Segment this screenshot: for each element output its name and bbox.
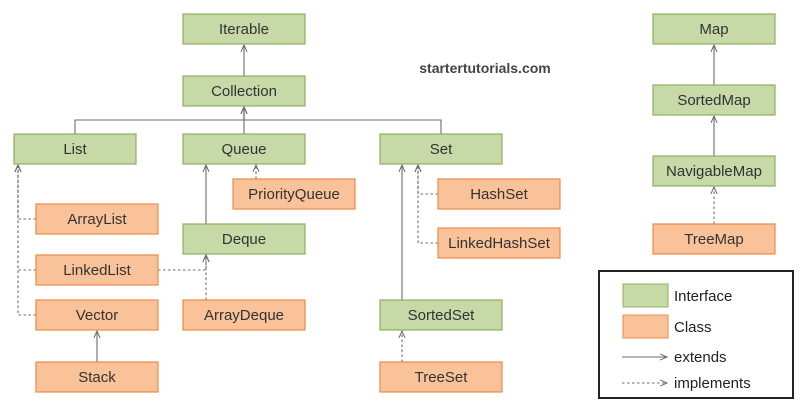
node-set-label: Set [430, 141, 453, 158]
node-vector: Vector [35, 299, 159, 331]
node-list-box [13, 133, 137, 165]
legend-extends-label: extends [674, 349, 727, 366]
node-map-label: Map [699, 21, 728, 38]
node-sortedset-box [379, 299, 503, 331]
edge-linkedlist-to-list [18, 165, 36, 271]
node-treeset-label: TreeSet [415, 369, 469, 386]
node-hashset-label: HashSet [470, 186, 528, 203]
node-list-label: List [63, 141, 87, 158]
node-treemap-box [652, 223, 776, 255]
node-linkedhashset-box [437, 227, 561, 259]
node-deque-box [182, 223, 306, 255]
node-arraydeque-label: ArrayDeque [204, 307, 284, 324]
node-treeset-box [379, 361, 503, 393]
node-map-box [652, 13, 776, 45]
node-sortedset-label: SortedSet [408, 307, 476, 324]
node-hashset-box [437, 178, 561, 210]
node-stack-label: Stack [78, 369, 116, 386]
node-arraydeque-box [182, 299, 306, 331]
node-linkedlist-label: LinkedList [63, 262, 131, 279]
node-hashset: HashSet [437, 178, 561, 210]
node-sortedmap: SortedMap [652, 84, 776, 116]
node-navigablemap-label: NavigableMap [666, 163, 762, 180]
edge-set-to-collection [244, 107, 442, 134]
legend-class-label: Class [674, 319, 712, 336]
node-deque-label: Deque [222, 231, 266, 248]
legend: Interface Class extends implements [598, 270, 794, 399]
node-iterable-label: Iterable [219, 21, 269, 38]
edge-linkedlist-to-deque [158, 255, 206, 271]
node-sortedmap-box [652, 84, 776, 116]
node-set: Set [379, 133, 503, 165]
legend-interface-swatch [622, 283, 669, 308]
edge-vector-to-list [18, 165, 36, 316]
node-list: List [13, 133, 137, 165]
node-treemap-label: TreeMap [684, 231, 743, 248]
node-arraylist-label: ArrayList [67, 211, 127, 228]
node-set-box [379, 133, 503, 165]
edge-linkedhashset-to-set [418, 165, 438, 244]
legend-class-swatch [622, 314, 669, 339]
node-vector-label: Vector [76, 307, 119, 324]
node-treeset: TreeSet [379, 361, 503, 393]
node-stack-box [35, 361, 159, 393]
node-linkedhashset-label: LinkedHashSet [448, 235, 551, 252]
node-deque: Deque [182, 223, 306, 255]
edges-layer [18, 45, 714, 362]
node-collection-box [182, 75, 306, 107]
node-iterable-box [182, 13, 306, 45]
node-map: Map [652, 13, 776, 45]
node-linkedlist: LinkedList [35, 254, 159, 286]
node-navigablemap: NavigableMap [652, 155, 776, 187]
legend-implements-label: implements [674, 375, 751, 392]
node-priorityqueue-label: PriorityQueue [248, 186, 340, 203]
node-linkedlist-box [35, 254, 159, 286]
legend-interface-label: Interface [674, 288, 732, 305]
node-queue: Queue [182, 133, 306, 165]
node-priorityqueue-box [232, 178, 356, 210]
edge-arraylist-to-list [18, 165, 36, 220]
node-stack: Stack [35, 361, 159, 393]
node-priorityqueue: PriorityQueue [232, 178, 356, 210]
node-arraylist-box [35, 203, 159, 235]
node-sortedset: SortedSet [379, 299, 503, 331]
edge-hashset-to-set [418, 165, 438, 195]
node-arraydeque: ArrayDeque [182, 299, 306, 331]
node-queue-box [182, 133, 306, 165]
node-collection: Collection [182, 75, 306, 107]
edge-list-to-collection [74, 107, 244, 134]
node-queue-label: Queue [221, 141, 266, 158]
node-sortedmap-label: SortedMap [677, 92, 750, 109]
node-linkedhashset: LinkedHashSet [437, 227, 561, 259]
node-vector-box [35, 299, 159, 331]
node-collection-label: Collection [211, 83, 277, 100]
node-arraylist: ArrayList [35, 203, 159, 235]
watermark-text: startertutorials.com [419, 60, 550, 76]
node-iterable: Iterable [182, 13, 306, 45]
node-treemap: TreeMap [652, 223, 776, 255]
node-navigablemap-box [652, 155, 776, 187]
